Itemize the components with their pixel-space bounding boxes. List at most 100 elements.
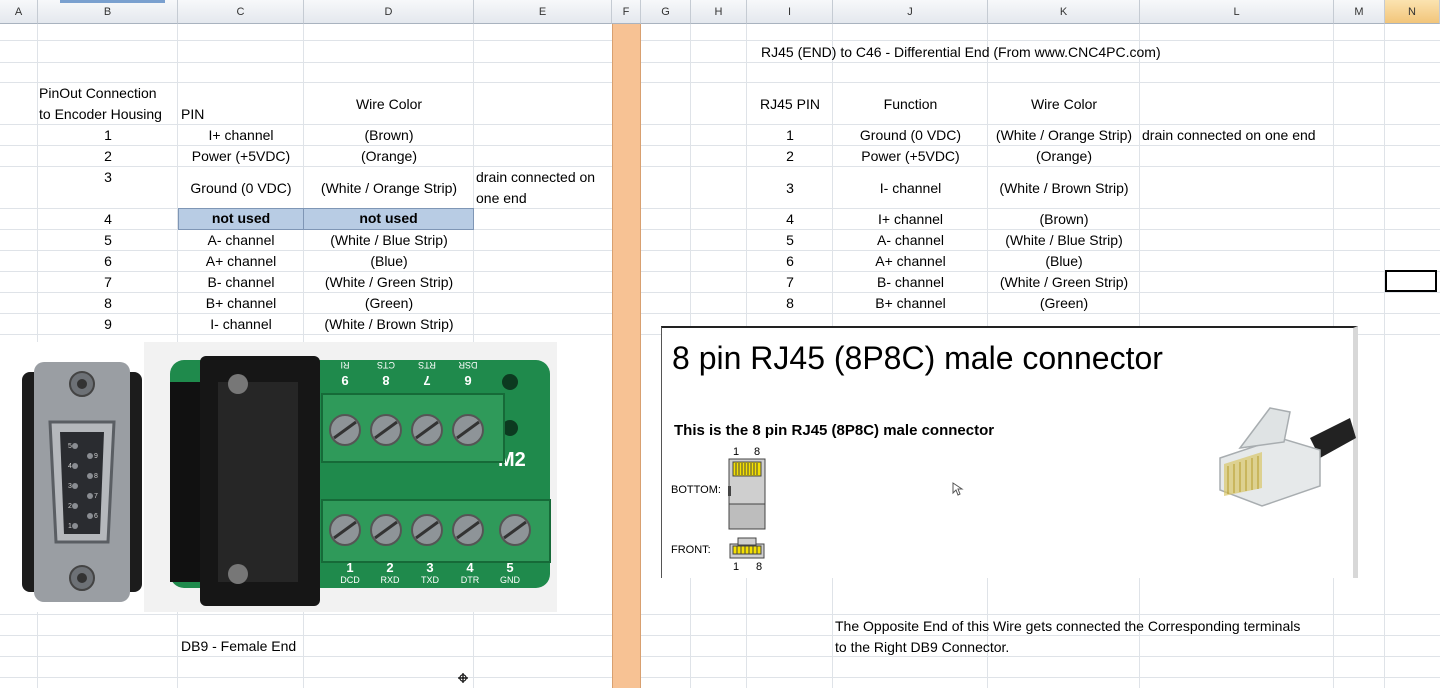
left-row-pin: B+ channel xyxy=(205,295,277,311)
bottom-pin-label: 3 xyxy=(426,560,433,575)
rj45-plug-photo xyxy=(1219,407,1356,507)
col-header-d[interactable]: D xyxy=(304,0,474,24)
plug-pin-label: 8 xyxy=(94,473,98,480)
left-row-pin: A+ channel xyxy=(205,253,277,269)
col-header-c[interactable]: C xyxy=(178,0,304,24)
top-pin-label: 6 xyxy=(464,373,471,388)
left-header-line1: PinOut Connection xyxy=(39,85,157,101)
right-note: drain connected on one end xyxy=(1142,127,1316,143)
col-header-f[interactable]: F xyxy=(612,0,641,24)
left-row-wire-highlighted[interactable]: not used xyxy=(303,208,474,230)
plug-pin-label: 9 xyxy=(94,453,98,460)
right-row-num: 4 xyxy=(786,211,794,227)
right-row-function: Power (+5VDC) xyxy=(861,148,960,164)
left-row-wire: (White / Green Strip) xyxy=(324,274,454,290)
col-header-n[interactable]: N xyxy=(1385,0,1440,24)
rj45-panel-subtitle: This is the 8 pin RJ45 (8P8C) male conne… xyxy=(674,422,995,439)
col-header-h[interactable]: H xyxy=(691,0,747,24)
right-row-num: 7 xyxy=(786,274,794,290)
left-row-num: 6 xyxy=(104,253,112,269)
top-pin-label: 7 xyxy=(423,373,430,388)
left-row-num: 4 xyxy=(104,211,112,227)
rj45-panel-title: 8 pin RJ45 (8P8C) male connector xyxy=(672,340,1163,376)
col-header-b[interactable]: B xyxy=(38,0,178,24)
right-title: RJ45 (END) to C46 - Differential End (Fr… xyxy=(761,44,1161,60)
front-label: FRONT: xyxy=(671,544,711,556)
bottom-signal-label: DCD xyxy=(340,575,360,585)
frozen-pane-split[interactable] xyxy=(612,24,641,688)
left-row-num: 3 xyxy=(104,169,112,185)
col-header-m[interactable]: M xyxy=(1334,0,1385,24)
bottom-signal-label: DTR xyxy=(461,575,480,585)
bottom-pin-label: 4 xyxy=(466,560,474,575)
right-row-num: 8 xyxy=(786,295,794,311)
right-row-num: 2 xyxy=(786,148,794,164)
left-row-num: 9 xyxy=(104,316,112,332)
right-row-num: 1 xyxy=(786,127,794,143)
plug-pin-label: 4 xyxy=(68,463,72,470)
left-note-line1: drain connected on xyxy=(476,169,596,185)
right-row-function: A- channel xyxy=(877,232,944,248)
col-header-g[interactable]: G xyxy=(641,0,691,24)
bottom-signal-label: RXD xyxy=(380,575,400,585)
right-row-function: I- channel xyxy=(879,180,942,196)
col-header-k[interactable]: K xyxy=(988,0,1140,24)
top-signal-label: DSR xyxy=(458,360,478,370)
left-row-pin: B- channel xyxy=(207,274,275,290)
left-row-wire: (Green) xyxy=(364,295,414,311)
left-note-line2: one end xyxy=(476,190,527,206)
pin-first-top: 1 xyxy=(733,446,740,458)
db9-caption: DB9 - Female End xyxy=(181,638,297,654)
right-row-function: B- channel xyxy=(877,274,944,290)
left-row-wire: (Orange) xyxy=(360,148,418,164)
left-header-line2: to Encoder Housing xyxy=(39,106,162,122)
col-header-l[interactable]: L xyxy=(1140,0,1334,24)
left-row-pin: Power (+5VDC) xyxy=(191,148,291,164)
left-row-pin: Ground (0 VDC) xyxy=(190,180,292,196)
right-row-function: I+ channel xyxy=(878,211,943,227)
left-row-num: 7 xyxy=(104,274,112,290)
left-row-num: 8 xyxy=(104,295,112,311)
col-header-e[interactable]: E xyxy=(474,0,612,24)
top-signal-label: RI xyxy=(341,360,350,370)
right-col-pin: RJ45 PIN xyxy=(760,96,820,112)
right-col-wire: Wire Color xyxy=(1030,96,1098,112)
plug-pin-label: 7 xyxy=(94,493,98,500)
top-signal-label: CTS xyxy=(377,360,395,370)
bottom-pin-label: 2 xyxy=(386,560,393,575)
right-row-wire: (White / Blue Strip) xyxy=(1005,232,1123,248)
left-row-wire: (Blue) xyxy=(370,253,408,269)
col-header-j[interactable]: J xyxy=(833,0,988,24)
db9-female-plug: 5 4 3 2 1 9 8 7 6 xyxy=(22,362,142,602)
left-row-pin-highlighted[interactable]: not used xyxy=(178,208,304,230)
col-header-a[interactable]: A xyxy=(0,0,38,24)
pin-last-bottom: 8 xyxy=(756,561,763,573)
active-cell[interactable] xyxy=(1385,270,1437,292)
col-header-i[interactable]: I xyxy=(747,0,833,24)
right-row-function: Ground (0 VDC) xyxy=(859,127,962,143)
selection-indicator xyxy=(60,0,165,3)
left-col-pin: PIN xyxy=(181,106,205,122)
left-col-wire: Wire Color xyxy=(355,96,423,112)
top-pin-label: 8 xyxy=(382,373,389,388)
right-row-num: 6 xyxy=(786,253,794,269)
right-row-wire: (Brown) xyxy=(1039,211,1089,227)
bottom-signal-label: GND xyxy=(500,575,521,585)
left-row-wire: (Brown) xyxy=(364,127,414,143)
footer-line1: The Opposite End of this Wire gets conne… xyxy=(835,618,1301,634)
pin-first-bottom: 1 xyxy=(733,561,740,573)
bottom-label: BOTTOM: xyxy=(671,484,721,496)
db9-breakout-board: M2 9 8 7 6 RI CTS RTS DSR xyxy=(144,342,557,612)
bottom-pin-label: 1 xyxy=(346,560,353,575)
footer-line2: to the Right DB9 Connector. xyxy=(835,639,1010,655)
left-row-wire: (White / Blue Strip) xyxy=(330,232,448,248)
left-row-pin: I+ channel xyxy=(208,127,274,143)
mouse-cursor-icon xyxy=(952,482,964,496)
right-row-wire: (Orange) xyxy=(1035,148,1093,164)
left-row-wire: (White / Orange Strip) xyxy=(320,180,458,196)
left-row-num: 2 xyxy=(104,148,112,164)
right-row-num: 5 xyxy=(786,232,794,248)
right-row-wire: (White / Orange Strip) xyxy=(995,127,1133,143)
plug-pin-label: 5 xyxy=(68,443,72,450)
